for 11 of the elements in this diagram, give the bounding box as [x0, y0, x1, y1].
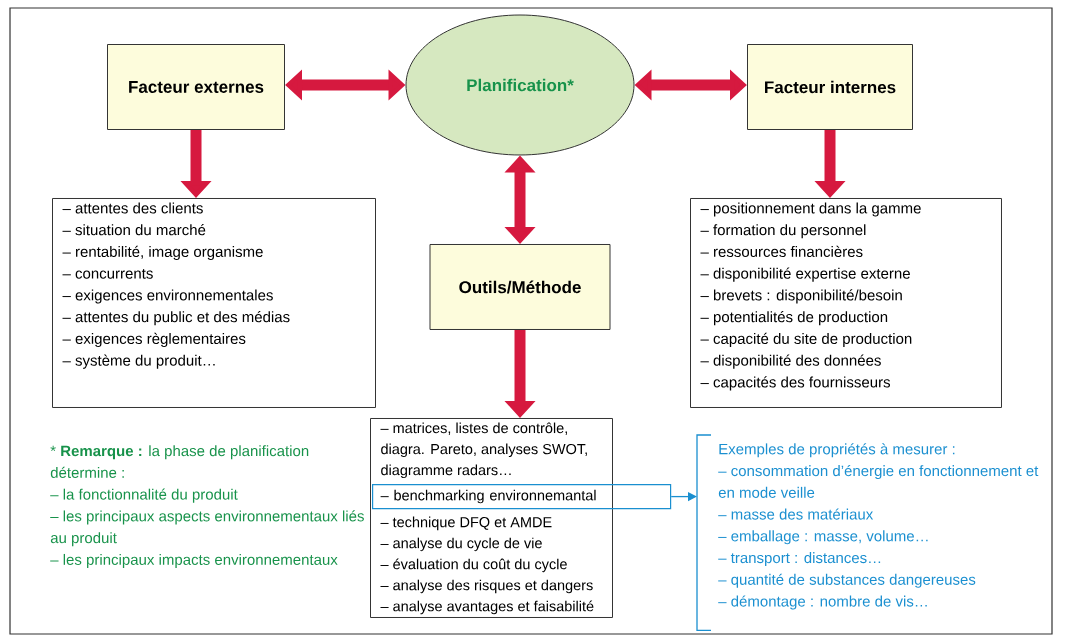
bracket-note: Exemples de propriétés à mesurer : – consommation d’énergie en fonctionnement et en mode veille – masse des matériaux – emballage : masse, volume… – transport : distances… – quantité de substances dangereuses – démontage : nombre de vis…: [696, 434, 1039, 632]
list-box: – attentes des clients – situation du marché – rentabilité, image organisme – concurrents – exigences environnementales – attentes du public et des médias – exigences règlementaires – système du produit…: [52, 198, 376, 408]
list-box: – positionnement dans la gamme – formation du personnel – ressources financières – disponibilité expertise externe – brevets : disponibilité/besoin – potentialités de production – capacité du site de production – disponibilité des données – capacités des fournisseurs: [690, 198, 1002, 408]
note-text: – la fonctionnalité du produit: [50, 488, 238, 503]
note-text: *Remarque : la phase de planification détermine :: [50, 445, 309, 478]
factor-box: Outils/Méthode: [429, 244, 611, 330]
highlight-box: – benchmarking environnemantal: [372, 484, 672, 510]
note-text: – les principaux impacts environnementaux: [50, 553, 338, 568]
factor-box: Facteur externes: [107, 44, 285, 130]
note-text: – les principaux aspects environnementaux liés au produit: [50, 510, 364, 547]
factor-box: Facteur internes: [747, 44, 913, 130]
